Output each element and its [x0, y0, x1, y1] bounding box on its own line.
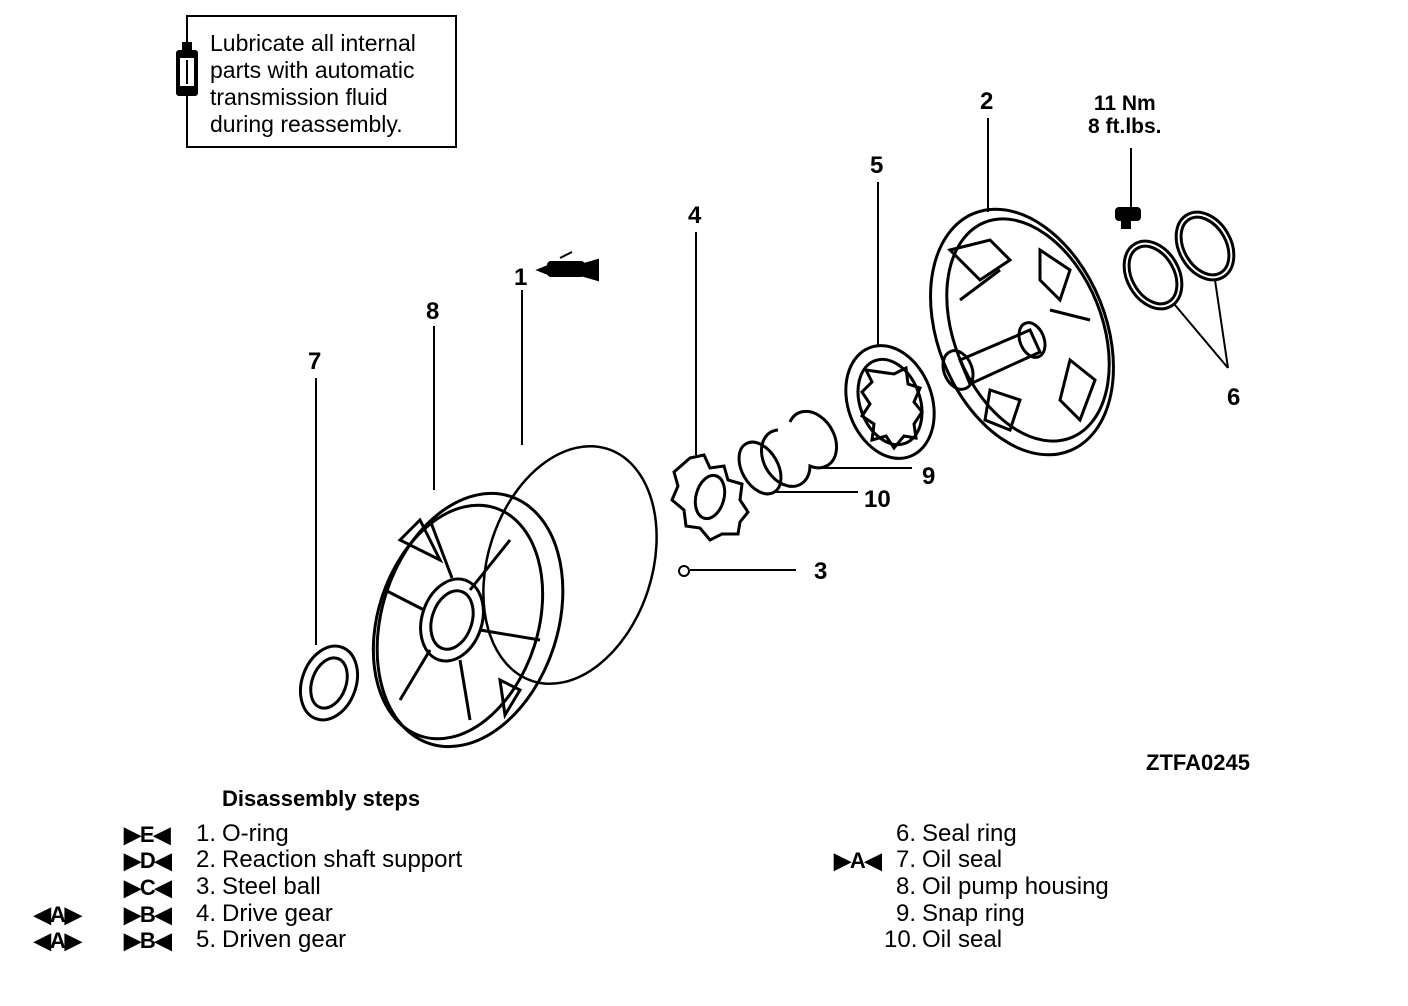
reaction-shaft-support-part-2 — [929, 207, 1115, 457]
leader-6a — [1174, 304, 1229, 369]
service-mark-step-5: ▶B◀ — [124, 928, 172, 953]
service-mark-step-3: ▶C◀ — [124, 875, 172, 900]
step-number: 6. — [895, 820, 916, 847]
step-text: O-ring — [222, 820, 289, 847]
torque-spec: 11 Nm 8 ft.lbs. — [1088, 92, 1162, 138]
callout-8: 8 — [426, 298, 440, 325]
step-number: 8. — [895, 873, 916, 900]
snap-ring-part-9 — [760, 409, 839, 488]
callout-2: 2 — [980, 88, 994, 115]
step-item: 10.Oil seal — [884, 926, 1002, 954]
step-item: 4.Drive gear — [184, 900, 333, 928]
driven-gear-part-5 — [844, 344, 936, 460]
note-line: Lubricate all internal — [210, 30, 416, 56]
step-item: 9.Snap ring — [884, 900, 1025, 928]
oil-pump-housing-part-8 — [371, 491, 565, 749]
step-text: Oil seal — [922, 926, 1003, 953]
step-text: Seal ring — [922, 820, 1017, 847]
figure-code: ZTFA0245 — [1146, 750, 1250, 775]
step-item: 7.Oil seal — [884, 846, 1002, 874]
callout-3: 3 — [814, 558, 828, 585]
oil-can-symbol — [535, 251, 599, 282]
callout-5: 5 — [870, 152, 884, 179]
torque-ftlbs: 8 ft.lbs. — [1088, 115, 1162, 138]
note-line: during reassembly. — [210, 111, 403, 137]
bolt — [1115, 207, 1141, 229]
note-line: parts with automatic — [210, 57, 415, 83]
oil-seal-part-10 — [737, 440, 783, 496]
service-mark-step-5-left: ◀A▶ — [34, 928, 82, 953]
step-text: Steel ball — [222, 873, 321, 900]
service-mark-step-4-left: ◀A▶ — [34, 902, 82, 927]
seal-rings-part-6 — [1122, 210, 1236, 311]
step-item: 5.Driven gear — [184, 926, 346, 954]
service-mark-step-1: ▶E◀ — [124, 822, 171, 847]
steel-ball-part-3 — [678, 565, 690, 577]
step-text: Oil seal — [922, 846, 1003, 873]
step-number: 2. — [195, 846, 216, 873]
step-number: 1. — [195, 820, 216, 847]
step-text: Driven gear — [222, 926, 347, 953]
lubrication-note-text: Lubricate all internal parts with automa… — [210, 30, 455, 138]
step-text: Reaction shaft support — [222, 846, 463, 873]
step-text: Drive gear — [222, 900, 333, 927]
step-item: 1.O-ring — [184, 820, 289, 848]
step-number: 10. — [884, 926, 918, 953]
step-item: 8.Oil pump housing — [884, 873, 1109, 901]
step-item: 3.Steel ball — [184, 873, 321, 901]
leader-6b — [1214, 279, 1229, 369]
torque-nm: 11 Nm — [1093, 92, 1156, 115]
step-text: Snap ring — [922, 900, 1025, 927]
note-line: transmission fluid — [210, 84, 388, 110]
step-item: 6.Seal ring — [884, 820, 1017, 848]
callout-6: 6 — [1227, 384, 1241, 411]
service-mark-step-7: ▶A◀ — [834, 848, 882, 873]
callout-10: 10 — [864, 486, 891, 513]
step-item: 2.Reaction shaft support — [184, 846, 462, 874]
step-number: 5. — [195, 926, 216, 953]
steps-title: Disassembly steps — [222, 786, 421, 811]
callout-7: 7 — [308, 348, 322, 375]
callout-1: 1 — [514, 264, 528, 291]
oil-seal-part-7 — [298, 644, 360, 722]
callout-4: 4 — [688, 202, 702, 229]
step-text: Oil pump housing — [922, 873, 1109, 900]
step-number: 9. — [895, 900, 916, 927]
o-ring-part-1 — [482, 444, 658, 686]
callout-9: 9 — [922, 463, 936, 490]
drive-gear-part-4 — [670, 453, 750, 542]
step-number: 4. — [195, 900, 216, 927]
service-mark-step-4: ▶B◀ — [124, 902, 172, 927]
step-number: 7. — [895, 846, 916, 873]
step-number: 3. — [195, 873, 216, 900]
service-mark-step-2: ▶D◀ — [124, 848, 172, 873]
oil-bottle-icon — [176, 42, 198, 96]
